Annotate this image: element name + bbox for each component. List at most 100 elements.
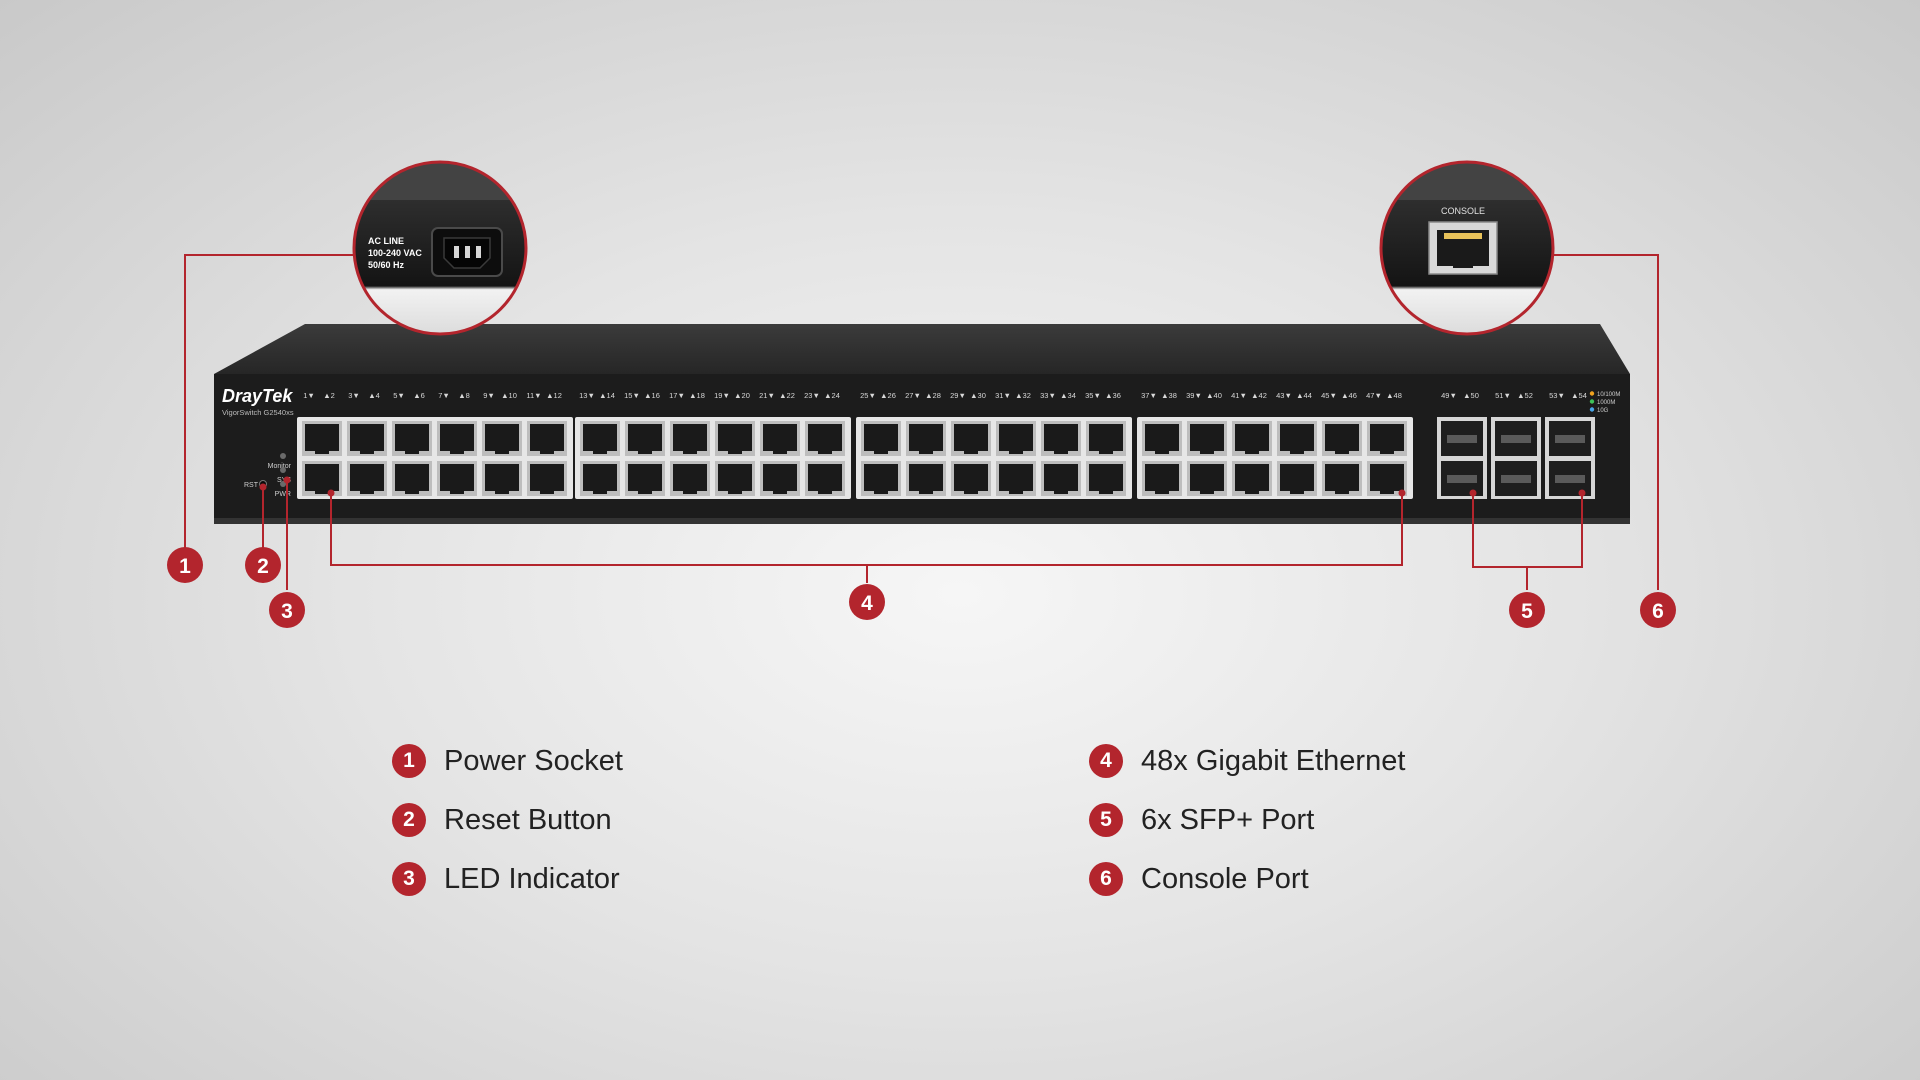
rj45-port[interactable] bbox=[715, 461, 755, 496]
rj45-port[interactable] bbox=[527, 421, 567, 456]
rj45-port[interactable] bbox=[347, 421, 387, 456]
sfp-plus-port[interactable] bbox=[1441, 461, 1483, 496]
legend-number-badge: 3 bbox=[392, 862, 426, 896]
port-number-label: 5▼ bbox=[393, 391, 405, 400]
rj45-port[interactable] bbox=[906, 421, 946, 456]
port-number-label: ▲46 bbox=[1341, 391, 1357, 400]
legend-item-power-socket: 1 Power Socket bbox=[392, 744, 623, 778]
switch-device: DrayTek VigorSwitch G2540xs MonitorSYSPW… bbox=[214, 324, 1630, 524]
rj45-port[interactable] bbox=[302, 461, 342, 496]
sfp-plus-port[interactable] bbox=[1549, 461, 1591, 496]
port-number-label: ▲32 bbox=[1015, 391, 1031, 400]
sfp-plus-port[interactable] bbox=[1441, 421, 1483, 456]
callout-lines bbox=[184, 254, 1659, 590]
port-number-label: 27▼ bbox=[905, 391, 921, 400]
port-number-label: ▲20 bbox=[734, 391, 750, 400]
rj45-port[interactable] bbox=[951, 421, 991, 456]
port-number-label: 37▼ bbox=[1141, 391, 1157, 400]
port-number-label: 43▼ bbox=[1276, 391, 1292, 400]
rj45-port[interactable] bbox=[1086, 461, 1126, 496]
legend-number-badge: 5 bbox=[1089, 803, 1123, 837]
rj45-port[interactable] bbox=[437, 421, 477, 456]
legend-item-console-port: 6 Console Port bbox=[1089, 862, 1309, 896]
port-number-label: 31▼ bbox=[995, 391, 1011, 400]
rj45-port[interactable] bbox=[1187, 421, 1227, 456]
rj45-port[interactable] bbox=[392, 461, 432, 496]
rj45-port[interactable] bbox=[951, 461, 991, 496]
rj45-port[interactable] bbox=[527, 461, 567, 496]
port-number-label: 17▼ bbox=[669, 391, 685, 400]
rj45-port[interactable] bbox=[1041, 461, 1081, 496]
rj45-port[interactable] bbox=[1277, 461, 1317, 496]
port-number-label: 21▼ bbox=[759, 391, 775, 400]
rj45-port[interactable] bbox=[1232, 421, 1272, 456]
sfp-port-area bbox=[1437, 417, 1595, 499]
model-label: VigorSwitch G2540xs bbox=[222, 408, 294, 417]
speed-led-label: 1000M bbox=[1597, 400, 1615, 406]
rj45-port[interactable] bbox=[861, 421, 901, 456]
port-number-label: ▲26 bbox=[880, 391, 896, 400]
power-socket-zoom: AC LINE 100-240 VAC 50/60 Hz bbox=[352, 160, 528, 336]
rj45-port[interactable] bbox=[996, 461, 1036, 496]
port-number-label: ▲50 bbox=[1463, 391, 1479, 400]
rj45-port[interactable] bbox=[1367, 421, 1407, 456]
sfp-plus-port[interactable] bbox=[1495, 421, 1537, 456]
port-number-label: 1▼ bbox=[303, 391, 315, 400]
port-number-label: ▲8 bbox=[458, 391, 470, 400]
rj45-port[interactable] bbox=[1322, 421, 1362, 456]
rj45-port[interactable] bbox=[1187, 461, 1227, 496]
rj45-port[interactable] bbox=[1322, 461, 1362, 496]
port-number-label: ▲2 bbox=[323, 391, 335, 400]
rj45-port[interactable] bbox=[347, 461, 387, 496]
port-number-label: 39▼ bbox=[1186, 391, 1202, 400]
port-number-label: ▲52 bbox=[1517, 391, 1533, 400]
rj45-port[interactable] bbox=[670, 461, 710, 496]
rj45-port[interactable] bbox=[1142, 421, 1182, 456]
console-port-zoom: CONSOLE bbox=[1379, 160, 1555, 336]
callout-badge-6: 6 bbox=[1640, 592, 1676, 628]
port-number-label: 49▼ bbox=[1441, 391, 1457, 400]
rj45-port[interactable] bbox=[625, 421, 665, 456]
rj45-port[interactable] bbox=[482, 421, 522, 456]
rj45-port[interactable] bbox=[1041, 421, 1081, 456]
rj45-port[interactable] bbox=[760, 421, 800, 456]
port-number-label: ▲16 bbox=[644, 391, 660, 400]
rj45-port[interactable] bbox=[392, 421, 432, 456]
legend-label: Power Socket bbox=[444, 744, 623, 777]
rj45-port[interactable] bbox=[760, 461, 800, 496]
rj45-port[interactable] bbox=[715, 421, 755, 456]
rj45-port[interactable] bbox=[670, 421, 710, 456]
port-number-label: ▲30 bbox=[970, 391, 986, 400]
port-number-label: ▲12 bbox=[546, 391, 562, 400]
console-rj45-icon bbox=[1428, 221, 1498, 275]
rj45-port[interactable] bbox=[302, 421, 342, 456]
rj45-port[interactable] bbox=[482, 461, 522, 496]
rj45-port[interactable] bbox=[437, 461, 477, 496]
port-number-label: 7▼ bbox=[438, 391, 450, 400]
rj45-port[interactable] bbox=[861, 461, 901, 496]
sfp-plus-port[interactable] bbox=[1495, 461, 1537, 496]
switch-top-panel bbox=[214, 324, 1630, 374]
legend-label: LED Indicator bbox=[444, 862, 620, 895]
power-label-line-2: 100-240 VAC bbox=[368, 248, 422, 258]
rj45-port[interactable] bbox=[1232, 461, 1272, 496]
rj45-port[interactable] bbox=[580, 461, 620, 496]
rj45-port[interactable] bbox=[1086, 421, 1126, 456]
rj45-port[interactable] bbox=[805, 421, 845, 456]
port-number-label: 9▼ bbox=[483, 391, 495, 400]
speed-led-dot bbox=[1589, 407, 1595, 412]
brand-logo: DrayTek bbox=[222, 386, 293, 406]
rj45-port[interactable] bbox=[805, 461, 845, 496]
legend-label: 6x SFP+ Port bbox=[1141, 803, 1315, 836]
rj45-port[interactable] bbox=[625, 461, 665, 496]
rj45-port[interactable] bbox=[906, 461, 946, 496]
legend-number-badge: 4 bbox=[1089, 744, 1123, 778]
callout-line-1 bbox=[184, 254, 355, 548]
rj45-port[interactable] bbox=[1142, 461, 1182, 496]
legend-item-reset-button: 2 Reset Button bbox=[392, 803, 612, 837]
rj45-port[interactable] bbox=[1277, 421, 1317, 456]
sfp-plus-port[interactable] bbox=[1549, 421, 1591, 456]
rj45-port[interactable] bbox=[1367, 461, 1407, 496]
rj45-port[interactable] bbox=[996, 421, 1036, 456]
rj45-port[interactable] bbox=[580, 421, 620, 456]
